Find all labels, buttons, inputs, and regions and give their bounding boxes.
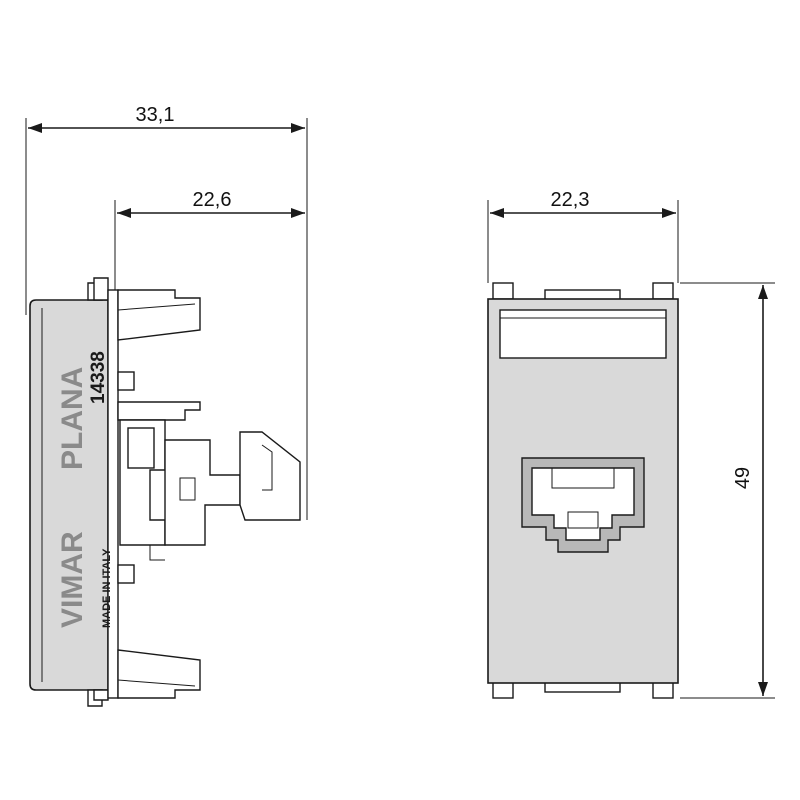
front-view	[487, 282, 679, 699]
front-bottom-clip-right	[652, 681, 674, 699]
dimension-front-width: 22,3	[487, 189, 679, 283]
front-bottom-clip-left	[492, 681, 514, 699]
connector-jack	[164, 439, 241, 546]
dimension-inner-depth: 22,6	[114, 189, 305, 300]
mechanism-frame	[107, 289, 119, 699]
label-window	[499, 309, 667, 359]
connector-top-plate	[117, 401, 201, 421]
rj-socket	[521, 457, 645, 553]
side-cover-plate	[29, 299, 109, 691]
dimension-label-overall-depth: 33,1	[136, 104, 175, 126]
dimension-label-inner-depth: 22,6	[193, 189, 232, 211]
socket-opening	[531, 467, 635, 541]
socket-latch	[567, 511, 599, 529]
top-clip-right	[93, 277, 109, 301]
socket-contacts	[551, 467, 615, 489]
origin-label: MADE IN ITALY	[101, 548, 113, 628]
connector-window	[127, 427, 155, 469]
series-label: PLANA	[56, 367, 89, 470]
side-view: VIMAR PLANA 14338 MADE IN ITALY	[29, 277, 301, 707]
dimension-label-height: 49	[732, 467, 754, 489]
bottom-arm	[117, 649, 201, 699]
dimension-overall-depth: 33,1	[25, 104, 308, 520]
front-top-clip-right	[652, 282, 674, 300]
dimension-height: 49	[680, 282, 775, 699]
tab-upper	[117, 371, 135, 391]
connector-foot	[149, 545, 165, 561]
bottom-clip-right	[93, 689, 109, 701]
latch-detail	[179, 477, 196, 501]
brand-label: VIMAR	[56, 531, 89, 628]
dimension-label-front-width: 22,3	[551, 189, 590, 211]
tail-detail	[261, 444, 273, 491]
front-top-clip-left	[492, 282, 514, 300]
top-arm-line	[117, 303, 196, 311]
tab-lower	[117, 564, 135, 584]
bottom-arm-line	[117, 679, 196, 687]
top-arm	[117, 289, 201, 341]
product-code-label: 14338	[88, 351, 109, 404]
connector-tail	[239, 431, 301, 521]
